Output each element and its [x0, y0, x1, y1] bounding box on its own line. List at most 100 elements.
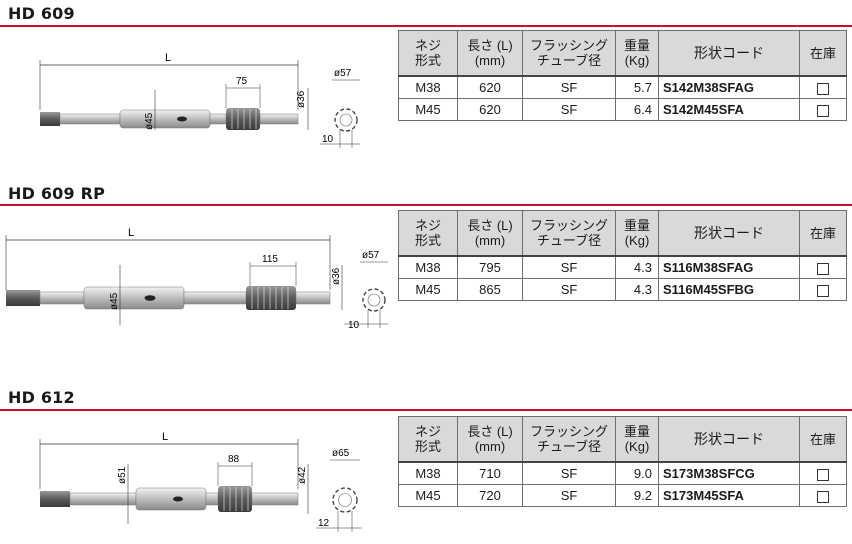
- dim-spline-len: 88: [228, 454, 240, 465]
- section-hd609: HD 609 L ø45: [0, 0, 852, 160]
- col-weight: 重量(Kg): [615, 416, 659, 463]
- section-rule: [0, 409, 852, 411]
- cell-length: 795: [457, 255, 523, 279]
- section-title: HD 609 RP: [8, 184, 106, 203]
- dim-stub: 10: [322, 134, 334, 145]
- col-code: 形状コード: [658, 416, 800, 463]
- cell-code: S116M38SFAG: [658, 255, 800, 279]
- cell-code: S173M38SFCG: [658, 461, 800, 485]
- spec-table: ネジ形式 長さ (L)(mm) フラッシングチューブ径 重量(Kg) 形状コード…: [398, 210, 847, 301]
- dim-shank-dia: ø36: [296, 90, 307, 108]
- section-title: HD 609: [8, 4, 75, 23]
- stock-checkbox[interactable]: [817, 468, 829, 481]
- cell-flushing: SF: [522, 75, 616, 99]
- cell-length: 620: [457, 75, 523, 99]
- dim-spline-len: 75: [236, 76, 248, 87]
- dim-end-dia: ø65: [332, 448, 350, 459]
- spec-table: ネジ形式 長さ (L)(mm) フラッシングチューブ径 重量(Kg) 形状コード…: [398, 30, 847, 121]
- cell-thread: M45: [398, 98, 458, 121]
- col-weight: 重量(Kg): [615, 30, 659, 77]
- table-row: M45 620 SF 6.4 S142M45SFA: [398, 98, 847, 121]
- cell-weight: 4.3: [615, 278, 659, 301]
- dim-shank-dia: ø42: [297, 466, 308, 484]
- dim-L: L: [128, 227, 134, 239]
- cell-flushing: SF: [522, 461, 616, 485]
- table-row: M45 865 SF 4.3 S116M45SFBG: [398, 278, 847, 301]
- cell-thread: M45: [398, 484, 458, 507]
- stock-checkbox[interactable]: [817, 82, 829, 95]
- stock-checkbox[interactable]: [817, 490, 829, 503]
- table-row: M38 710 SF 9.0 S173M38SFCG: [398, 461, 847, 485]
- section-title: HD 612: [8, 388, 75, 407]
- cell-stock: [799, 484, 847, 507]
- table-header-row: ネジ形式 長さ (L)(mm) フラッシングチューブ径 重量(Kg) 形状コード…: [398, 30, 847, 77]
- dim-body-dia: ø51: [117, 466, 128, 484]
- cell-flushing: SF: [522, 278, 616, 301]
- table-header-row: ネジ形式 長さ (L)(mm) フラッシングチューブ径 重量(Kg) 形状コード…: [398, 210, 847, 257]
- cell-code: S173M45SFA: [658, 484, 800, 507]
- col-flushing: フラッシングチューブ径: [522, 416, 616, 463]
- dim-end-dia: ø57: [334, 68, 352, 79]
- dim-body-dia: ø45: [144, 112, 155, 130]
- cell-weight: 6.4: [615, 98, 659, 121]
- cell-stock: [799, 75, 847, 99]
- dim-shank-dia: ø36: [331, 267, 342, 285]
- section-rule: [0, 25, 852, 27]
- shank-adapter-drawing: L ø45 115 ø36 ø57 10: [5, 227, 388, 331]
- cell-weight: 4.3: [615, 255, 659, 279]
- col-length: 長さ (L)(mm): [457, 210, 523, 257]
- col-thread: ネジ形式: [398, 210, 458, 257]
- dim-body-dia: ø45: [109, 292, 120, 310]
- section-rule: [0, 204, 852, 206]
- col-thread: ネジ形式: [398, 30, 458, 77]
- dim-L: L: [162, 431, 168, 443]
- table-row: M45 720 SF 9.2 S173M45SFA: [398, 484, 847, 507]
- cell-flushing: SF: [522, 255, 616, 279]
- cell-thread: M38: [398, 255, 458, 279]
- col-weight: 重量(Kg): [615, 210, 659, 257]
- table-row: M38 795 SF 4.3 S116M38SFAG: [398, 255, 847, 279]
- col-stock: 在庫: [799, 210, 847, 257]
- cell-length: 710: [457, 461, 523, 485]
- stock-checkbox[interactable]: [817, 284, 829, 297]
- table-header-row: ネジ形式 長さ (L)(mm) フラッシングチューブ径 重量(Kg) 形状コード…: [398, 416, 847, 463]
- dim-stub: 12: [318, 518, 330, 529]
- cell-length: 620: [457, 98, 523, 121]
- col-flushing: フラッシングチューブ径: [522, 210, 616, 257]
- spec-table: ネジ形式 長さ (L)(mm) フラッシングチューブ径 重量(Kg) 形状コード…: [398, 416, 847, 507]
- col-stock: 在庫: [799, 30, 847, 77]
- cell-stock: [799, 278, 847, 301]
- col-length: 長さ (L)(mm): [457, 30, 523, 77]
- dim-spline-len: 115: [262, 254, 278, 265]
- cell-weight: 9.2: [615, 484, 659, 507]
- cell-code: S142M45SFA: [658, 98, 800, 121]
- dim-stub: 10: [348, 320, 360, 331]
- col-thread: ネジ形式: [398, 416, 458, 463]
- cell-flushing: SF: [522, 98, 616, 121]
- cell-thread: M38: [398, 75, 458, 99]
- col-flushing: フラッシングチューブ径: [522, 30, 616, 77]
- cell-thread: M45: [398, 278, 458, 301]
- cell-length: 865: [457, 278, 523, 301]
- col-code: 形状コード: [658, 30, 800, 77]
- cell-code: S116M45SFBG: [658, 278, 800, 301]
- cell-stock: [799, 461, 847, 485]
- cell-code: S142M38SFAG: [658, 75, 800, 99]
- stock-checkbox[interactable]: [817, 104, 829, 117]
- section-hd609rp: HD 609 RP L ø45 1: [0, 178, 852, 348]
- shank-adapter-drawing: L ø45 75 ø36 ø57 10: [39, 52, 360, 148]
- cell-stock: [799, 255, 847, 279]
- dim-end-dia: ø57: [362, 250, 380, 261]
- cell-weight: 5.7: [615, 75, 659, 99]
- col-length: 長さ (L)(mm): [457, 416, 523, 463]
- cell-stock: [799, 98, 847, 121]
- cell-length: 720: [457, 484, 523, 507]
- dim-L: L: [165, 52, 171, 64]
- stock-checkbox[interactable]: [817, 262, 829, 275]
- col-code: 形状コード: [658, 210, 800, 257]
- cell-flushing: SF: [522, 484, 616, 507]
- section-hd612: HD 612 L ø51 88: [0, 382, 852, 542]
- cell-weight: 9.0: [615, 461, 659, 485]
- col-stock: 在庫: [799, 416, 847, 463]
- table-row: M38 620 SF 5.7 S142M38SFAG: [398, 75, 847, 99]
